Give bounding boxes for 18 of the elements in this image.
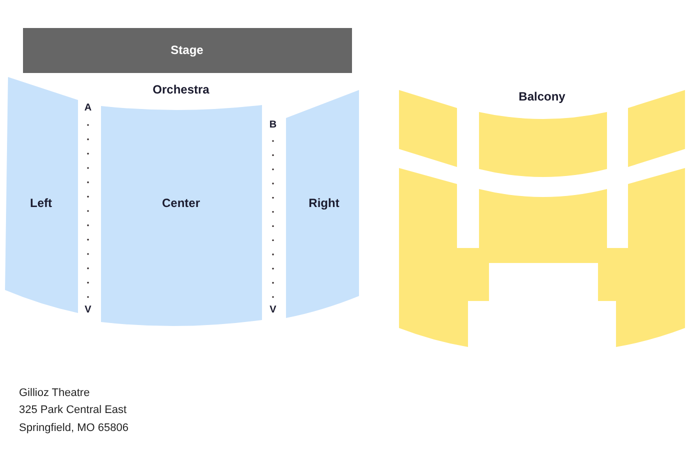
balcony-section bbox=[479, 112, 607, 177]
row-letter: V bbox=[84, 304, 92, 316]
stage-block bbox=[23, 28, 352, 73]
seating-section bbox=[286, 90, 359, 318]
row-letter: B bbox=[269, 118, 277, 132]
address-line: Gillioz Theatre bbox=[19, 387, 90, 400]
row-letter: V bbox=[270, 304, 276, 316]
address-line: 325 Park Central East bbox=[19, 404, 127, 417]
section-label: Center bbox=[162, 196, 200, 210]
balcony-section bbox=[399, 90, 457, 167]
stage-label: Stage bbox=[170, 43, 204, 57]
section-label: Right bbox=[308, 196, 340, 210]
section-label: Left bbox=[30, 196, 52, 210]
seating-section bbox=[5, 77, 78, 313]
address-line: Springfield, MO 65806 bbox=[19, 422, 128, 435]
balcony-section bbox=[628, 90, 685, 167]
row-letter: A bbox=[84, 102, 92, 114]
section-heading: Orchestra bbox=[152, 84, 210, 96]
